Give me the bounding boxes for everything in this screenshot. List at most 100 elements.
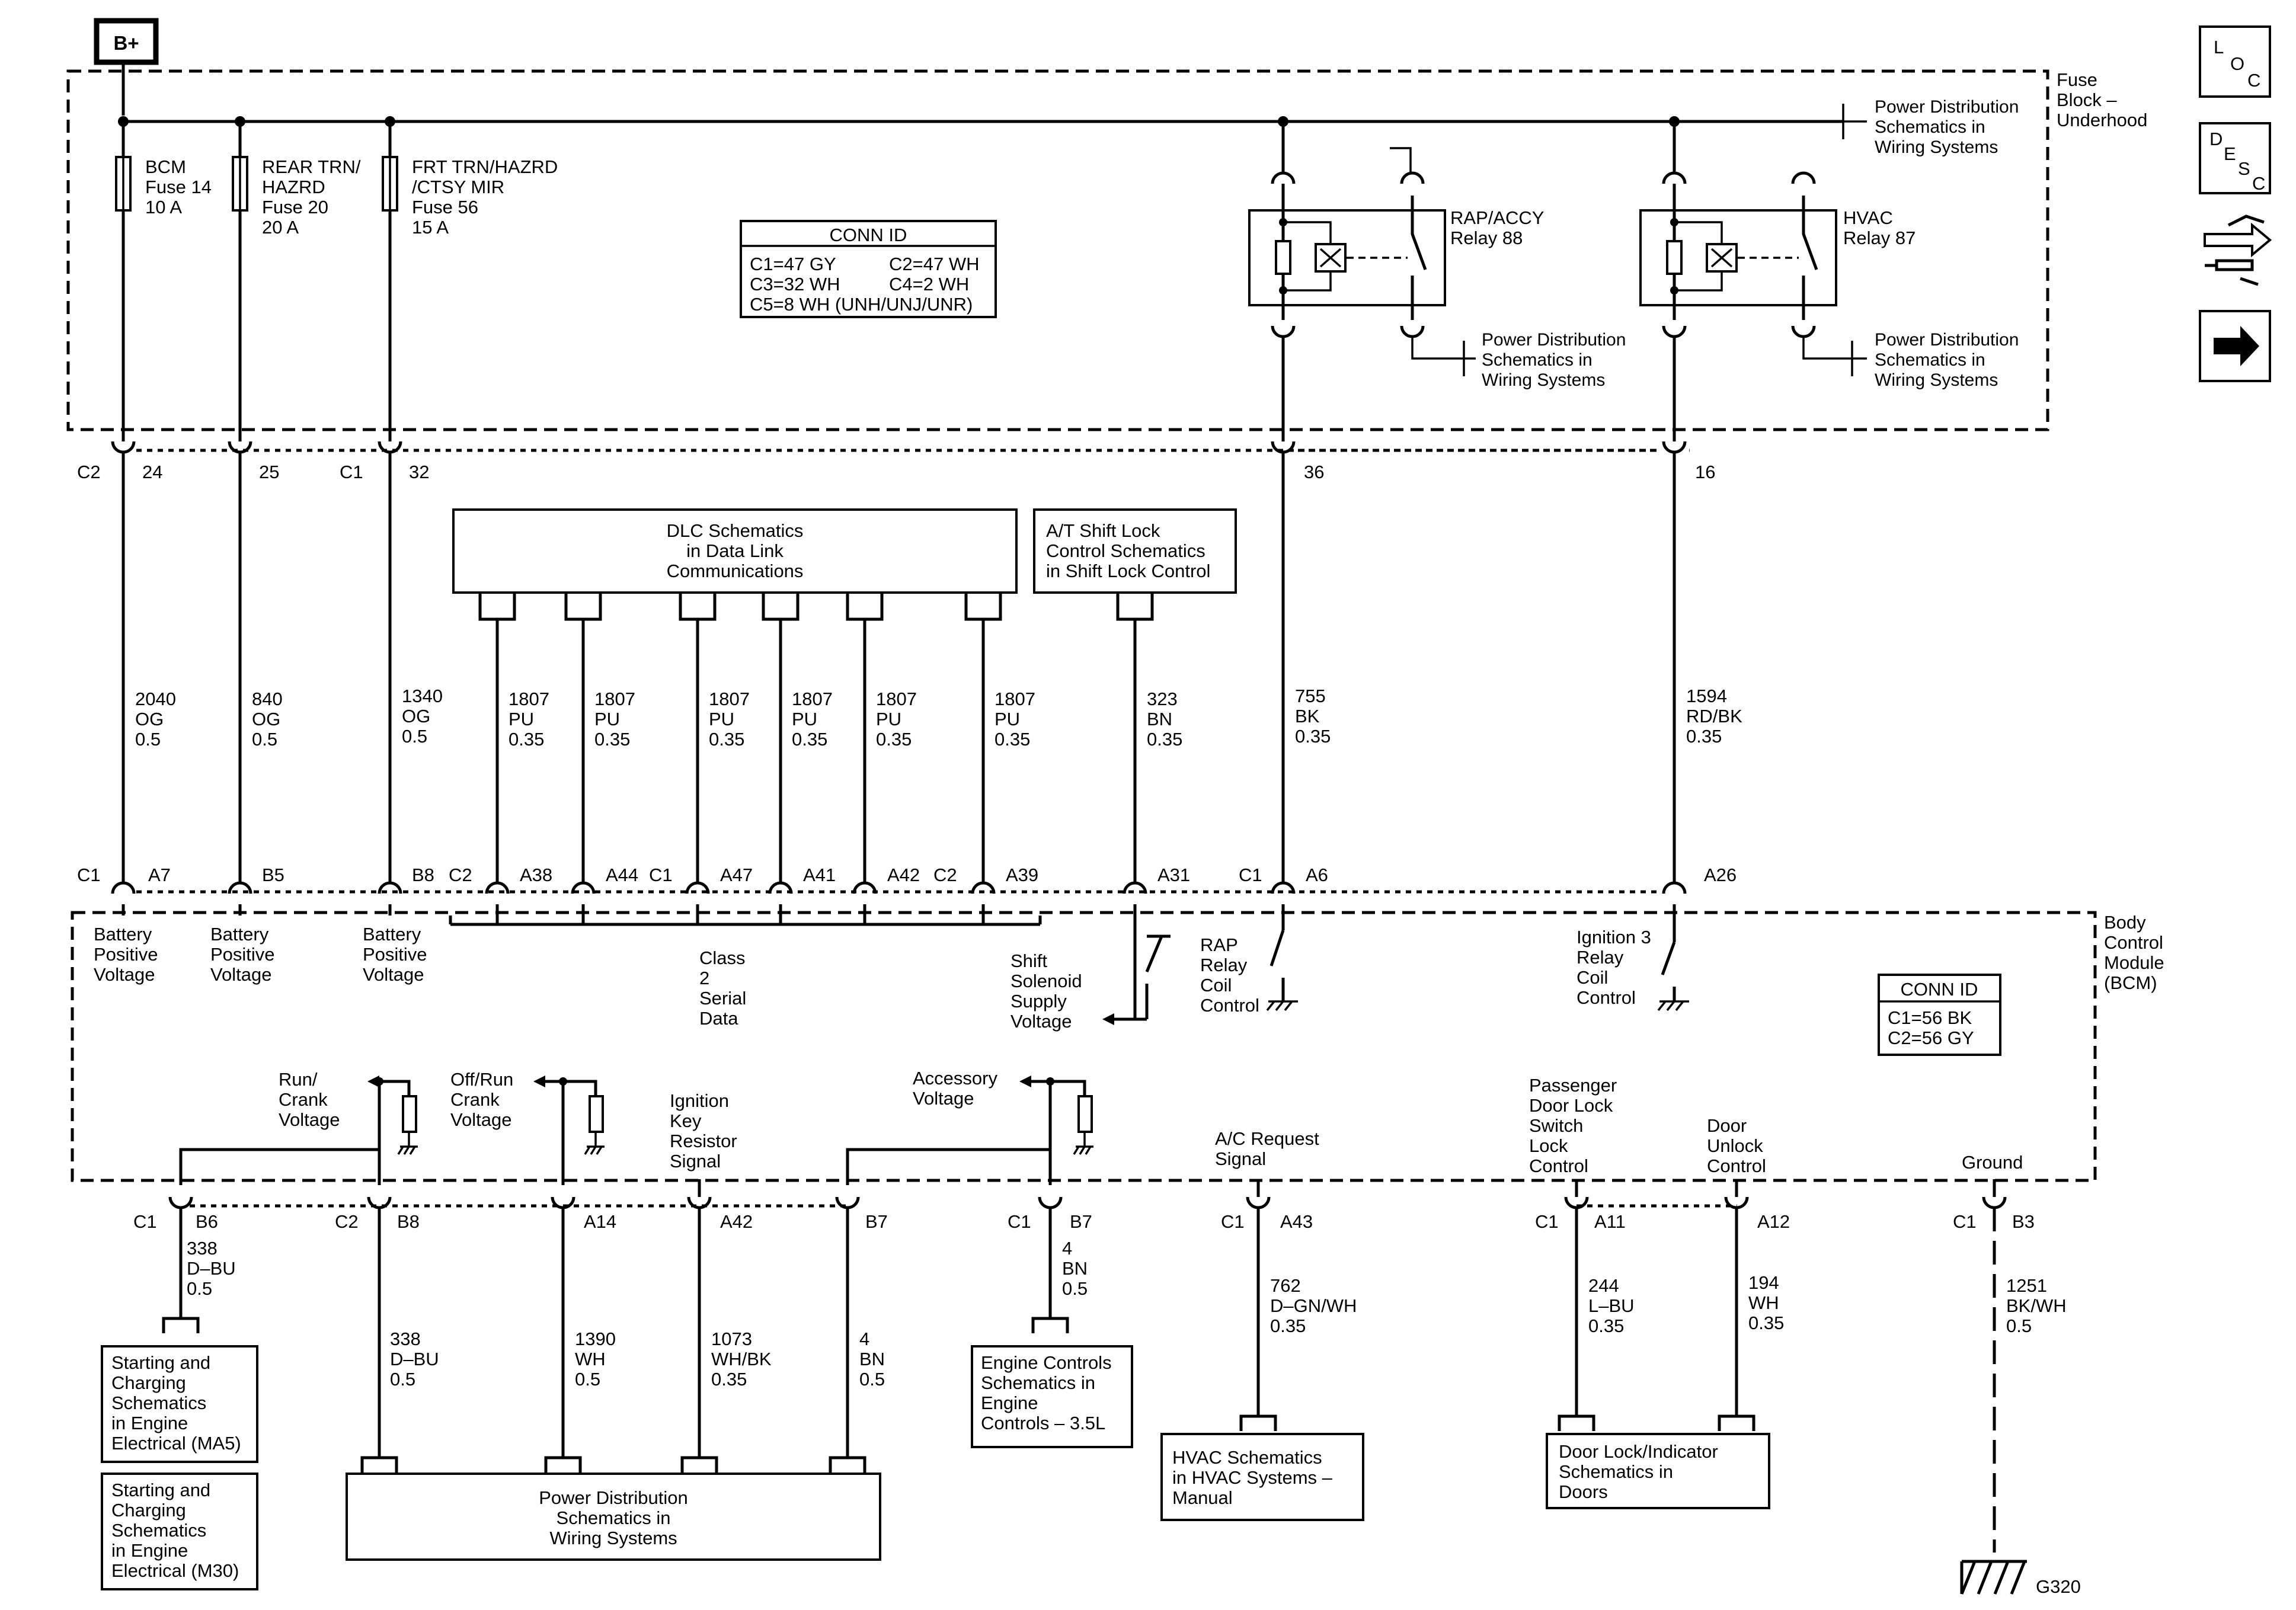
wire-label: RD/BK — [1686, 706, 1742, 726]
relay-diode — [1275, 240, 1291, 275]
bcm-label: Control — [1576, 987, 1636, 1008]
wire-label: 0.5 — [135, 729, 161, 750]
bcm-label: Signal — [1215, 1148, 1266, 1169]
ref-box-line: Schematics in — [1559, 1461, 1673, 1482]
ground-icon — [1073, 1132, 1093, 1155]
wire-label: PU — [509, 709, 534, 729]
pin-label: B8 — [397, 1211, 420, 1232]
ref-box-line: Wiring Systems — [549, 1528, 677, 1548]
pin-label: A6 — [1306, 865, 1328, 885]
relay-ref: Schematics in — [1875, 350, 1985, 370]
fuse-label: 20 A — [262, 217, 299, 238]
bcm-label: Accessory — [913, 1068, 997, 1089]
bcm-label: Relay — [1576, 947, 1624, 968]
bcm-label: Door — [1707, 1115, 1747, 1136]
bcm-label: Run/ — [279, 1069, 318, 1090]
conn-id-row: C1=56 BK — [1888, 1007, 1972, 1028]
pin-label: A47 — [720, 865, 753, 885]
wire-label: PU — [994, 709, 1020, 729]
relay-ref: Power Distribution — [1875, 330, 2019, 350]
dlc-label: in Data Link — [686, 540, 784, 561]
fuse-block-name-2: Block – — [2057, 89, 2117, 110]
pin-label: A31 — [1157, 865, 1190, 885]
next-arrow-icon[interactable] — [2199, 310, 2271, 382]
loc-icon[interactable]: L O C — [2199, 25, 2271, 98]
pin-label: A38 — [520, 865, 552, 885]
wire-label: 0.5 — [390, 1369, 415, 1390]
bcm-label: Solenoid — [1011, 971, 1082, 991]
wire-label: OG — [402, 706, 430, 726]
fuse-label: 10 A — [145, 197, 182, 217]
fuse-label: Fuse 56 — [412, 197, 478, 217]
ground-icon — [397, 1132, 418, 1155]
bcm-name: Body Control Module (BCM) — [2104, 912, 2164, 993]
wire-label: 1807 — [994, 689, 1035, 709]
ref-box-line: Schematics — [111, 1393, 206, 1413]
relay-ref: Power Distribution — [1482, 330, 1626, 350]
wire-label: PU — [876, 709, 901, 729]
lower-wire-labels: 338 D–BU 0.5 338 D–BU 0.5 1390 WH 0.5 10… — [187, 1238, 2067, 1390]
ref-box-line: HVAC Schematics — [1172, 1447, 1322, 1468]
pin-label: B8 — [412, 865, 434, 885]
wire-label: 0.5 — [252, 729, 277, 750]
wire-label: 0.35 — [792, 729, 827, 750]
bcm-label: Battery — [94, 924, 152, 945]
wire-label: 1807 — [876, 689, 917, 709]
relay-rap-accy: RAP/ACCY Relay 88 Power Distribution Sch… — [1248, 121, 1626, 441]
pin-label: C2 — [933, 865, 957, 885]
ref-box-starting-ma5: Starting and Charging Schematics in Engi… — [101, 1345, 258, 1463]
fuse-label: Fuse 20 — [262, 197, 328, 217]
bcm-label: Data — [699, 1008, 738, 1029]
wire-label: 1251 — [2006, 1275, 2047, 1296]
ref-box-engine-controls: Engine Controls Schematics in Engine Con… — [971, 1345, 1133, 1448]
pin-label: B5 — [262, 865, 284, 885]
wire-label: 1807 — [594, 689, 635, 709]
ref-box-line: Doors — [1559, 1481, 1608, 1502]
ref-box-line: in Engine — [111, 1413, 188, 1433]
wire-label: OG — [135, 709, 164, 729]
fuse-label: 15 A — [412, 217, 449, 238]
wire-label: 0.35 — [1147, 729, 1182, 750]
bcm-bottom-pins: C1 B6 C2 B8 A14 A42 B7 C1 B7 C1 A43 C1 A… — [133, 1179, 2035, 1232]
ref-box-line: Door Lock/Indicator — [1559, 1441, 1718, 1462]
pin-label: A14 — [584, 1211, 616, 1232]
fuse-block-name-1: Fuse — [2057, 69, 2097, 90]
bcm-label: Shift — [1011, 950, 1047, 971]
pin-label: C1 — [133, 1211, 157, 1232]
ref-box-hvac: HVAC Schematics in HVAC Systems – Manual — [1160, 1433, 1364, 1521]
pin-label: C1 — [1221, 1211, 1245, 1232]
conn-id-row: C2=47 WH — [889, 254, 979, 274]
wire-label: 0.35 — [1295, 726, 1331, 747]
pin-label: C1 — [1953, 1211, 1977, 1232]
wire-label: 4 — [1062, 1238, 1072, 1259]
rap-label: RAP Relay Coil Control — [1200, 934, 1259, 1016]
conn-id-row: C1=47 GY — [750, 254, 836, 274]
bcm-label: Off/Run — [450, 1069, 513, 1090]
pin-label: A41 — [803, 865, 836, 885]
fuse-label: HAZRD — [262, 177, 325, 197]
ref-box-line: Schematics — [111, 1520, 206, 1541]
conn-id-row: C4=2 WH — [889, 274, 969, 295]
connector-wrench-icon[interactable] — [2204, 215, 2272, 286]
wire-label: 0.5 — [187, 1278, 212, 1299]
bcm-label: Switch — [1529, 1115, 1583, 1136]
wire-label: 0.35 — [1748, 1313, 1784, 1333]
power-ref-bracket — [1842, 104, 1867, 139]
ref-box-power-distribution: Power Distribution Schematics in Wiring … — [346, 1473, 881, 1561]
wire-label: WH/BK — [711, 1349, 772, 1369]
bcm-label: Voltage — [279, 1109, 340, 1130]
pin-label: A42 — [720, 1211, 753, 1232]
power-ref-2: Schematics in — [1875, 117, 1985, 137]
pin-label: C1 — [649, 865, 673, 885]
relay-ref: Wiring Systems — [1482, 370, 1605, 390]
fuse-label: BCM — [145, 156, 186, 177]
bcm-label: Positive — [363, 944, 427, 965]
dlc-label: DLC Schematics — [667, 520, 804, 541]
bcm-label: Supply — [1011, 991, 1067, 1012]
wire-label: PU — [594, 709, 620, 729]
desc-icon[interactable]: D E S C — [2199, 122, 2271, 194]
ref-box-line: Charging — [111, 1372, 186, 1393]
bcm-label: Voltage — [913, 1088, 974, 1109]
shift-label: Control Schematics — [1046, 540, 1205, 561]
bcm-label: Coil — [1200, 975, 1232, 996]
